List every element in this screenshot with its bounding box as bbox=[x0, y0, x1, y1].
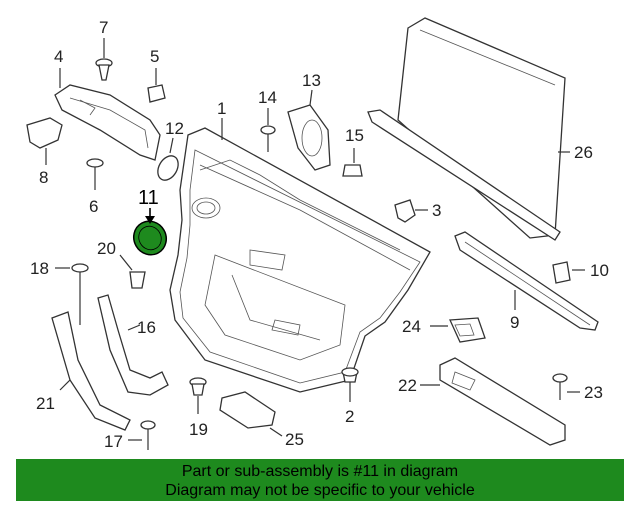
screw-part-23 bbox=[552, 373, 580, 400]
seal-part-11 bbox=[132, 208, 168, 256]
switch-part-24 bbox=[430, 317, 486, 343]
screw-part-14 bbox=[260, 108, 276, 152]
callout-11: 11 bbox=[138, 187, 159, 209]
grab-handle-part-16 bbox=[97, 294, 169, 396]
callout-24: 24 bbox=[402, 317, 421, 336]
bolt-part-18 bbox=[55, 263, 89, 325]
bracket-part-3 bbox=[394, 199, 428, 223]
push-clip-part-7 bbox=[95, 38, 113, 81]
nut-part-15 bbox=[342, 148, 363, 177]
trim-strip-part-9 bbox=[454, 231, 599, 331]
callout-6: 6 bbox=[89, 197, 98, 216]
switch-panel-part-22 bbox=[420, 357, 566, 446]
callout-1: 1 bbox=[217, 99, 226, 118]
module-part-25 bbox=[219, 391, 283, 437]
callout-7: 7 bbox=[99, 18, 108, 37]
callout-14: 14 bbox=[258, 88, 277, 107]
callout-4: 4 bbox=[54, 47, 63, 66]
callout-15: 15 bbox=[345, 126, 364, 145]
speaker-grille-part-13 bbox=[287, 89, 331, 171]
clip-part-20 bbox=[119, 254, 146, 289]
callout-10: 10 bbox=[590, 261, 609, 280]
callout-5: 5 bbox=[150, 47, 159, 66]
callout-12: 12 bbox=[165, 119, 184, 138]
parts-diagram: 1 2 3 4 5 6 7 8 bbox=[26, 17, 609, 451]
callout-23: 23 bbox=[584, 383, 603, 402]
callout-9: 9 bbox=[510, 313, 519, 332]
callout-16: 16 bbox=[137, 318, 156, 337]
callout-25: 25 bbox=[285, 430, 304, 449]
screw-part-6 bbox=[86, 158, 104, 190]
callout-19: 19 bbox=[189, 420, 208, 439]
pull-handle-part-21 bbox=[51, 311, 131, 431]
callout-20: 20 bbox=[97, 239, 116, 258]
sunshade-part-26 bbox=[367, 17, 570, 241]
callout-18: 18 bbox=[30, 259, 49, 278]
banner-line-2: Diagram may not be specific to your vehi… bbox=[165, 482, 475, 499]
cover-part-12 bbox=[157, 137, 179, 181]
handle-bracket-part-4 bbox=[54, 68, 161, 161]
callout-22: 22 bbox=[398, 376, 417, 395]
cover-part-8 bbox=[26, 117, 63, 165]
door-panel-part-1 bbox=[169, 127, 431, 393]
clip-part-10 bbox=[552, 261, 585, 284]
callout-21: 21 bbox=[36, 394, 55, 413]
callout-2: 2 bbox=[345, 407, 354, 426]
clip-part-2 bbox=[341, 367, 359, 402]
callout-26: 26 bbox=[574, 143, 593, 162]
clip-part-19 bbox=[189, 377, 207, 414]
screw-part-17 bbox=[128, 420, 156, 450]
banner-line-1: Part or sub-assembly is #11 in diagram bbox=[181, 463, 459, 480]
info-banner: Part or sub-assembly is #11 in diagram D… bbox=[16, 459, 624, 501]
callout-3: 3 bbox=[432, 201, 441, 220]
callout-13: 13 bbox=[302, 71, 321, 90]
callout-17: 17 bbox=[104, 432, 123, 451]
clip-part-5 bbox=[147, 68, 166, 103]
callout-8: 8 bbox=[39, 168, 48, 187]
